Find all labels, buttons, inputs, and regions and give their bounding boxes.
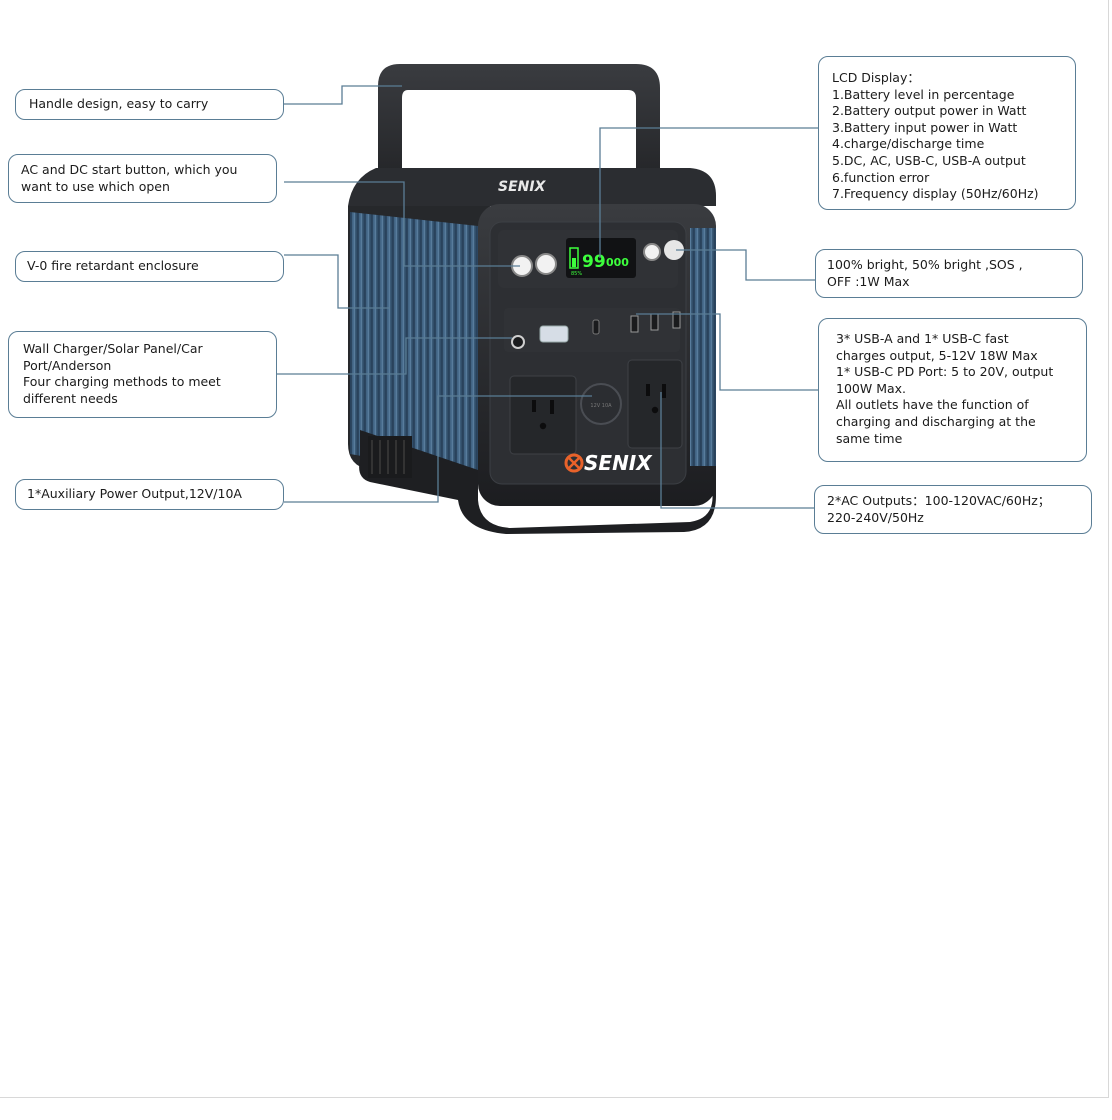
usb-a-port-3 xyxy=(672,311,681,329)
car-socket-12v xyxy=(580,383,622,425)
callout-lcd-line-6: 5.DC, AC, USB-C, USB-A output xyxy=(832,152,1026,168)
callout-light-line-1: 100% bright, 50% bright ,SOS , xyxy=(827,257,1023,272)
leader-lcd xyxy=(599,127,818,258)
callout-usb-line-2: charges output, 5-12V 18W Max xyxy=(836,347,1038,363)
leader-lines xyxy=(276,85,818,509)
callout-charging-line-3: Four charging methods to meet xyxy=(23,374,221,390)
leader-ac-dc-button xyxy=(284,181,520,267)
leader-handle xyxy=(284,85,402,105)
lcd-percent-value: 85% xyxy=(571,271,582,277)
callout-ac-outputs: 2*AC Outputs：100-120VAC/60Hz； 220-240V/5… xyxy=(814,485,1092,534)
led-light xyxy=(664,240,684,260)
ac-outlet-right xyxy=(627,359,683,449)
frame-right-border xyxy=(1108,0,1109,1098)
top-shell xyxy=(348,168,716,206)
brand-logo: SENIX xyxy=(564,451,653,475)
base xyxy=(359,430,716,534)
leader-usb xyxy=(636,313,818,391)
callout-lcd-line-3: 2.Battery output power in Watt xyxy=(832,103,1027,119)
callout-ac-dc-button: AC and DC start button, which you want t… xyxy=(8,154,277,203)
callout-light-line-2: OFF :1W Max xyxy=(827,273,910,289)
callout-ac-dc-line-2: want to use which open xyxy=(21,178,170,194)
callout-enclosure: V-0 fire retardant enclosure xyxy=(15,251,284,282)
callout-usb-line-6: charging and discharging at the xyxy=(836,413,1036,429)
callout-lcd-line-8: 7.Frequency display (50Hz/60Hz) xyxy=(832,186,1039,202)
callout-charging-line-4: different needs xyxy=(23,390,118,406)
brand-name: SENIX xyxy=(584,451,653,475)
callout-usb-line-5: All outlets have the function of xyxy=(836,397,1029,413)
frame-bottom-border xyxy=(0,1097,1109,1098)
anderson-input-port xyxy=(539,325,569,343)
car-socket-label: 12V 10A xyxy=(590,403,612,409)
callout-lcd-line-2: 1.Battery level in percentage xyxy=(832,86,1015,102)
power-station-illustration: 99 000 85% 12V 10A SENIX xyxy=(348,64,716,534)
ac-outlet-left xyxy=(509,375,577,455)
callout-ac-outputs-line-2: 220-240V/50Hz xyxy=(827,509,924,525)
callout-lcd-line-1: LCD Display： xyxy=(832,70,920,85)
callout-handle-text: Handle design, easy to carry xyxy=(29,96,209,111)
leader-ac-outputs xyxy=(660,392,814,509)
callout-charging-line-1: Wall Charger/Solar Panel/Car xyxy=(23,341,203,356)
callout-ac-dc-line-1: AC and DC start button, which you xyxy=(21,162,238,177)
lcd-display: 99 000 85% xyxy=(566,238,636,278)
callout-lcd: LCD Display： 1.Battery level in percenta… xyxy=(818,56,1076,210)
callout-auxiliary-text: 1*Auxiliary Power Output,12V/10A xyxy=(27,486,242,501)
callout-handle: Handle design, easy to carry xyxy=(15,89,284,120)
callout-auxiliary: 1*Auxiliary Power Output,12V/10A xyxy=(15,479,284,510)
callout-usb: 3* USB-A and 1* USB-C fast charges outpu… xyxy=(818,318,1087,462)
left-vent xyxy=(368,436,412,478)
callout-charging: Wall Charger/Solar Panel/Car Port/Anders… xyxy=(8,331,277,418)
callout-light: 100% bright, 50% bright ,SOS , OFF :1W M… xyxy=(815,249,1083,298)
callout-usb-line-1: 3* USB-A and 1* USB-C fast xyxy=(836,331,1009,346)
leader-charging xyxy=(276,337,512,375)
handle xyxy=(378,64,660,200)
top-brand-name: SENIX xyxy=(498,179,547,195)
callout-usb-line-4: 100W Max. xyxy=(836,380,907,396)
light-mode-button[interactable] xyxy=(643,243,661,261)
usb-a-port-1 xyxy=(630,315,639,333)
callout-lcd-line-4: 3.Battery input power in Watt xyxy=(832,119,1018,135)
left-ribbed-panel xyxy=(350,212,478,476)
leader-auxiliary xyxy=(284,395,592,503)
usb-c-port xyxy=(592,319,600,335)
callout-lcd-line-5: 4.charge/discharge time xyxy=(832,136,985,152)
leader-enclosure xyxy=(284,254,390,309)
leader-light xyxy=(676,249,816,281)
lcd-battery-value: 99 xyxy=(582,252,606,272)
lcd-power-value: 000 xyxy=(606,256,629,269)
dc-power-button[interactable] xyxy=(535,253,557,275)
callout-usb-line-3: 1* USB-C PD Port: 5 to 20V, output xyxy=(836,364,1054,380)
callout-charging-line-2: Port/Anderson xyxy=(23,357,112,373)
callout-enclosure-text: V-0 fire retardant enclosure xyxy=(27,258,199,273)
callout-ac-outputs-line-1: 2*AC Outputs：100-120VAC/60Hz； xyxy=(827,493,1051,508)
callout-usb-line-7: same time xyxy=(836,430,903,446)
usb-a-port-2 xyxy=(650,313,659,331)
dc-input-port xyxy=(511,335,525,349)
right-ribbed-panel xyxy=(690,228,716,466)
callout-lcd-line-7: 6.function error xyxy=(832,169,930,185)
